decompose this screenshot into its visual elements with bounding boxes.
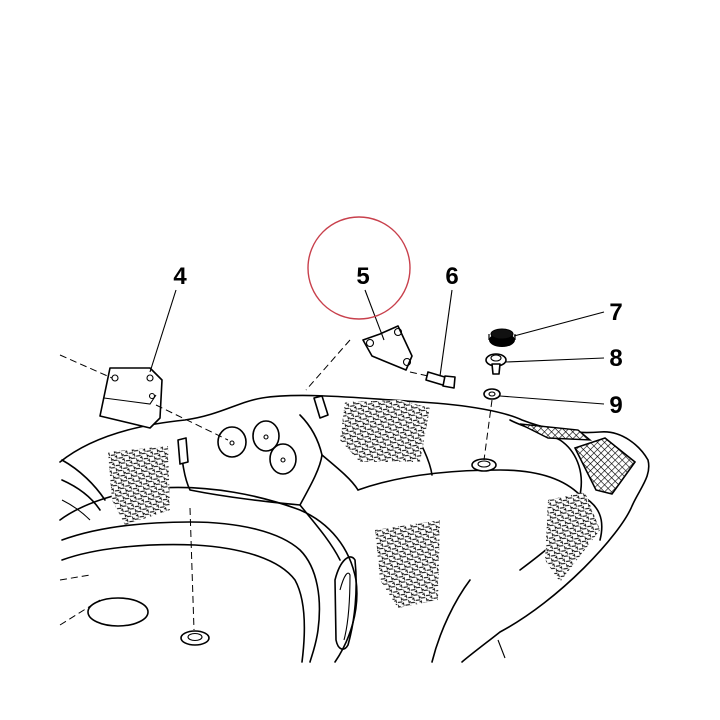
air-vent-mesh xyxy=(519,423,637,495)
part-4-bracket xyxy=(99,367,163,429)
callout-6[interactable]: 6 xyxy=(445,263,458,290)
leader-lines xyxy=(149,289,605,405)
part-7-rubber-cap xyxy=(488,328,516,347)
callout-7[interactable]: 7 xyxy=(609,299,622,326)
callout-5[interactable]: 5 xyxy=(356,263,369,290)
assembly-guide-lines xyxy=(59,339,493,631)
callout-4[interactable]: 4 xyxy=(173,263,187,290)
callout-9[interactable]: 9 xyxy=(609,392,622,419)
part-9-washer xyxy=(483,388,501,400)
part-8-screw xyxy=(485,353,507,375)
callout-8[interactable]: 8 xyxy=(609,345,622,372)
part-5-plate xyxy=(362,325,413,371)
filler-ports xyxy=(217,420,297,475)
part-6-bolt xyxy=(425,371,456,389)
highlight-circle xyxy=(307,216,411,320)
textured-grip-panels xyxy=(108,400,600,608)
